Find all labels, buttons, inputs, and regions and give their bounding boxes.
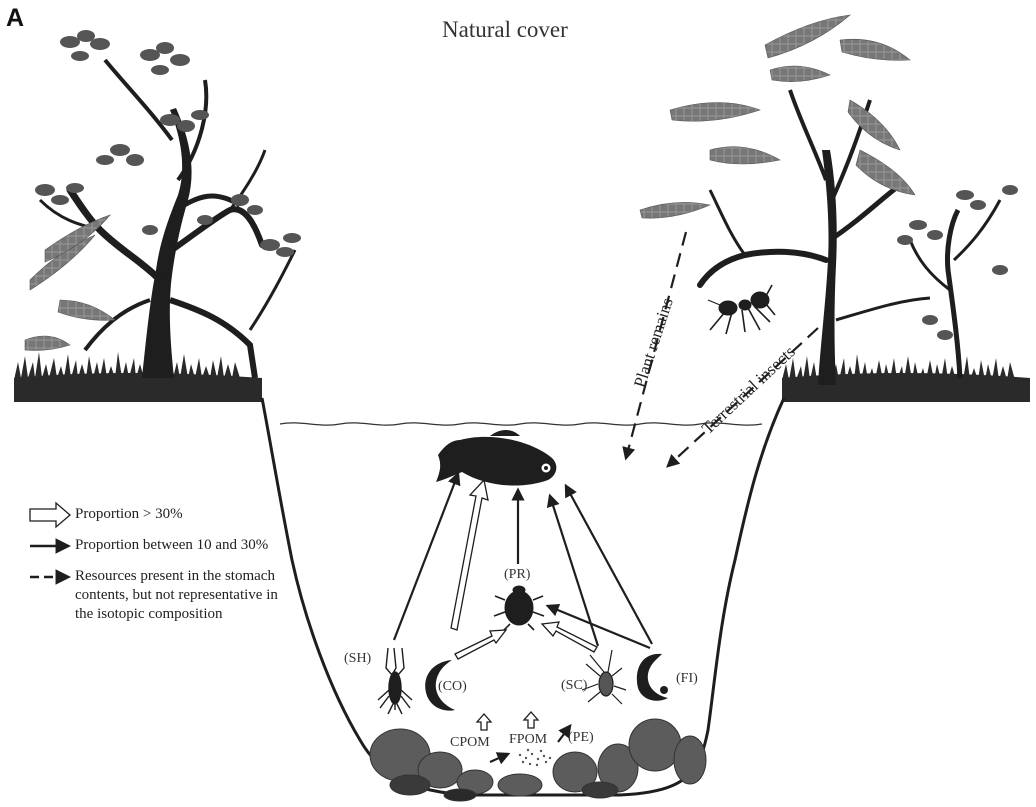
right-shrub-leaves <box>897 185 1018 340</box>
filterer-larva-icon <box>637 654 668 701</box>
right-tree <box>700 90 1000 385</box>
left-bank <box>14 352 262 402</box>
legend-between: Proportion between 10 and 30% <box>75 536 268 555</box>
label-pe: (PE) <box>568 730 594 746</box>
legend-gt30: Proportion > 30% <box>75 505 183 524</box>
scraper-nymph-icon <box>582 650 626 704</box>
legend-arrow-glyphs <box>30 546 68 577</box>
fish-icon <box>436 430 556 486</box>
fpom-particles <box>519 749 551 766</box>
shredder-shrimp-icon <box>378 648 412 714</box>
ant-icon <box>708 285 775 334</box>
predator-beetle-icon <box>494 586 544 630</box>
label-sh: (SH) <box>344 651 371 667</box>
label-sc: (SC) <box>561 678 587 694</box>
label-co: (CO) <box>438 679 467 695</box>
panel-letter: A <box>6 4 24 33</box>
legend-not-representative-line3: the isotopic composition <box>75 605 223 624</box>
right-tree-fronds <box>640 15 915 218</box>
legend-not-representative-line2: contents, but not representative in <box>75 586 278 605</box>
left-tree <box>40 60 295 378</box>
label-pr: (PR) <box>504 567 530 583</box>
label-fi: (FI) <box>676 671 698 687</box>
legend-not-representative-line1: Resources present in the stomach <box>75 567 275 586</box>
label-fpom: FPOM <box>509 732 547 748</box>
figure-title: Natural cover <box>442 17 568 43</box>
label-cpom: CPOM <box>450 735 490 751</box>
